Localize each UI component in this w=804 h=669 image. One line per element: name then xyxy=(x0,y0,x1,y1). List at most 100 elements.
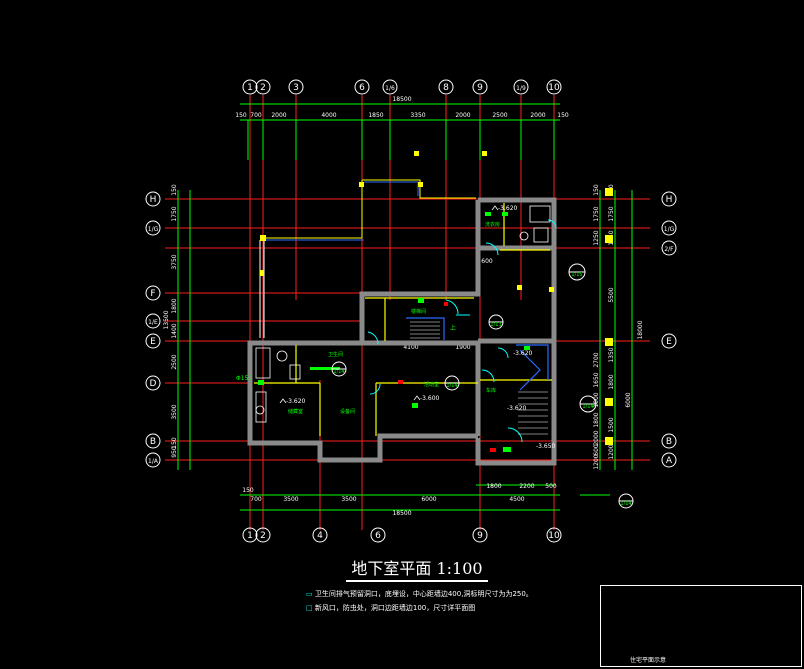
callout-1: 1/15 xyxy=(568,263,586,281)
axis-top-4: 6 xyxy=(359,83,365,93)
misc-labels: Φ150 上 xyxy=(236,324,456,382)
note-2-text: 新风口，防虫处，洞口边距墙边100，尺寸详平面图 xyxy=(314,604,476,612)
room-garage: 车库 xyxy=(486,387,496,394)
axis-left-8: 1/A xyxy=(148,458,159,465)
level-4: -3.620 xyxy=(507,405,527,412)
dim-bottom-seg-2: 700 xyxy=(250,496,262,503)
callout-4: 1/14 xyxy=(331,361,347,377)
room-storage: 储藏室 xyxy=(288,408,303,415)
dim-right-1: 150 xyxy=(593,184,600,196)
axis-top-9: 10 xyxy=(548,83,560,93)
room-bath: 卫生间 xyxy=(328,351,343,358)
axis-grid xyxy=(165,95,650,530)
dim-right-2: 1750 xyxy=(593,206,600,221)
dim-left-2: 1750 xyxy=(171,206,178,221)
callout-5-label: 1/14 xyxy=(582,404,593,410)
dim-right-6: 1000 xyxy=(593,392,600,407)
dim-right-outer-7: 1500 xyxy=(608,417,615,432)
axis-top-2: 2 xyxy=(260,83,266,93)
dim-top-seg-8: 2500 xyxy=(492,112,507,119)
stair-label: 上 xyxy=(450,324,456,332)
level-triangles xyxy=(279,205,499,404)
dim-top-seg-7: 2000 xyxy=(455,112,470,119)
dim-bottom-seg-1: 150 xyxy=(242,487,254,494)
dim-bottom-seg-5: 6000 xyxy=(421,496,436,503)
dim-bottom-inner-3: 500 xyxy=(545,483,557,490)
dim-left-6: 2500 xyxy=(171,354,178,369)
axis-right-2: 1/G xyxy=(664,226,675,233)
callout-5: 1/14 xyxy=(579,395,597,413)
dimension-text-vertical: 150 1750 3750 1800 1400 2500 3500 150 95… xyxy=(163,184,644,470)
callout-4-label: 1/14 xyxy=(333,369,344,375)
dim-top-seg-2: 700 xyxy=(250,112,262,119)
level-6: -3.620 xyxy=(513,350,533,357)
dim-right-outer-8: 1200 xyxy=(608,444,615,459)
dim-right-8: 2000 xyxy=(593,430,600,445)
axis-left-3: F xyxy=(150,289,155,299)
axis-bottom-5: 9 xyxy=(477,531,483,541)
dim-left-1: 150 xyxy=(171,184,178,196)
callout-3-label: 1/14 xyxy=(446,383,457,389)
dimension-lines xyxy=(177,103,633,511)
note-2: □ 新风口，防虫处，洞口边距墙边100，尺寸详平面图 xyxy=(306,601,533,615)
level-2: -3.620 xyxy=(286,398,306,405)
level-marks: -3.620 -3.620 -3.600 -3.620 -3.650 -3.62… xyxy=(286,205,556,450)
drawing-title: 地下室平面 1:100 xyxy=(351,559,483,578)
room-activity: 活动室 xyxy=(424,381,439,388)
level-3: -3.600 xyxy=(420,395,440,402)
level-1: -3.620 xyxy=(498,205,518,212)
room-laundry: 洗衣房 xyxy=(485,221,500,228)
axis-left-7: B xyxy=(150,437,156,447)
axis-top-8: 1/9 xyxy=(516,85,526,92)
dim-top-seg-4: 4000 xyxy=(321,112,336,119)
dim-right-9: 600 xyxy=(593,444,600,456)
dim-right-5: 1650 xyxy=(593,372,600,387)
columns xyxy=(260,151,613,445)
dim-top-seg-9: 2000 xyxy=(530,112,545,119)
dim-plan-2: 1900 xyxy=(455,344,470,351)
callout-6-label: 1/14 xyxy=(620,501,631,507)
axis-right-6: A xyxy=(666,456,673,466)
dim-right-outer-5: 1350 xyxy=(608,347,615,362)
dim-plan-3: 600 xyxy=(481,258,493,265)
dim-top-seg-6: 3350 xyxy=(410,112,425,119)
dim-left-8: 150 xyxy=(171,437,178,449)
drawing-notes: ▭ 卫生间排气预留洞口，底埋设，中心距墙边400,洞标明尺寸为为250。 □ 新… xyxy=(306,587,533,615)
axis-left-4: 1/E xyxy=(148,319,158,326)
dim-bottom-inner-1: 1800 xyxy=(486,483,501,490)
note-2-mark: □ xyxy=(306,604,313,612)
axis-bottom-2: 2 xyxy=(260,531,266,541)
axis-right-1: H xyxy=(666,195,673,205)
dim-right-10: 1200 xyxy=(593,454,600,469)
axis-top-7: 9 xyxy=(477,83,483,93)
dim-left-total: 13500 xyxy=(163,310,170,329)
axis-left-5: E xyxy=(150,337,156,347)
axis-bubbles xyxy=(145,79,677,543)
dim-right-outer-2: 1750 xyxy=(608,206,615,221)
axis-top-3: 3 xyxy=(293,83,299,93)
dim-bottom-inner-2: 2200 xyxy=(519,483,534,490)
axis-bottom-1: 1 xyxy=(247,531,253,541)
dim-right-3: 1250 xyxy=(593,230,600,245)
title-underline xyxy=(346,580,488,582)
dim-left-9: 950 xyxy=(171,446,178,458)
walls xyxy=(247,197,557,466)
dim-bottom-total: 18500 xyxy=(392,510,411,517)
dim-left-4: 1800 xyxy=(171,298,178,313)
dim-top-seg-10: 150 xyxy=(557,112,569,119)
dim-bottom-seg-6: 4500 xyxy=(509,496,524,503)
axis-right-5: B xyxy=(666,437,672,447)
callout-3: 1/14 xyxy=(444,375,460,391)
axis-top-6: 8 xyxy=(443,83,449,93)
dim-top-seg-3: 2000 xyxy=(271,112,286,119)
room-names: 储藏室 设备间 活动室 楼梯间 洗衣房 卫生间 车库 xyxy=(288,221,500,415)
stair-handrails xyxy=(406,317,549,391)
axis-bottom-3: 4 xyxy=(317,531,323,541)
axis-left-2: 1/G xyxy=(148,226,159,233)
dim-left-7: 3500 xyxy=(171,404,178,419)
title-block xyxy=(600,585,802,667)
note-1: ▭ 卫生间排气预留洞口，底埋设，中心距墙边400,洞标明尺寸为为250。 xyxy=(306,587,533,601)
upper-outline xyxy=(259,179,476,338)
axis-right-4: E xyxy=(666,337,672,347)
dim-right-outer-6: 1800 xyxy=(608,374,615,389)
